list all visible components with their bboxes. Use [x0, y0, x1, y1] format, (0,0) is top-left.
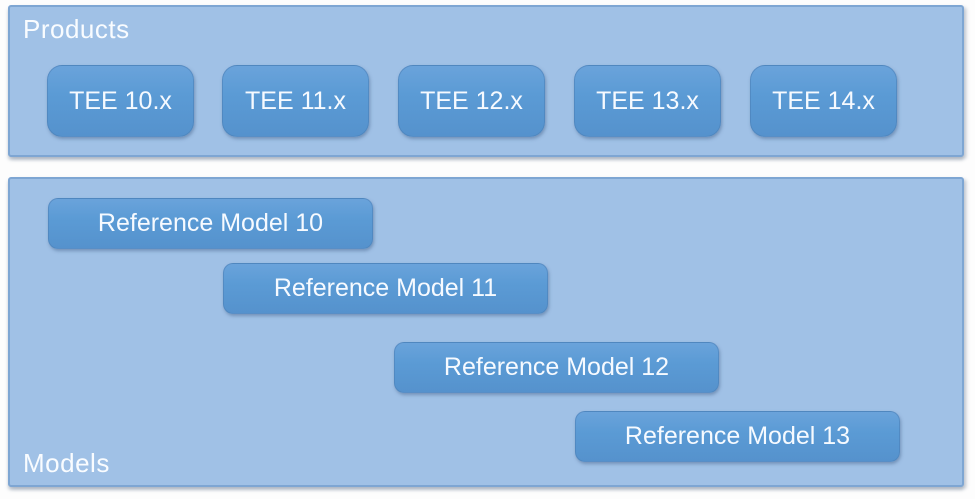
tee-12-box: TEE 12.x: [398, 65, 545, 137]
reference-model-12-box: Reference Model 12: [394, 342, 719, 393]
products-group-label: Products: [23, 14, 130, 44]
tee-10-box: TEE 10.x: [47, 65, 194, 137]
reference-model-11-box: Reference Model 11: [223, 263, 548, 314]
tee-13-box: TEE 13.x: [574, 65, 721, 137]
tee-11-box: TEE 11.x: [222, 65, 369, 137]
products-group: Products TEE 10.x TEE 11.x TEE 12.x TEE …: [8, 5, 964, 157]
tee-14-box: TEE 14.x: [750, 65, 897, 137]
models-group-label: Models: [23, 448, 110, 478]
reference-model-10-box: Reference Model 10: [48, 198, 373, 249]
reference-model-13-box: Reference Model 13: [575, 411, 900, 462]
models-group: Reference Model 10 Reference Model 11 Re…: [8, 177, 964, 487]
